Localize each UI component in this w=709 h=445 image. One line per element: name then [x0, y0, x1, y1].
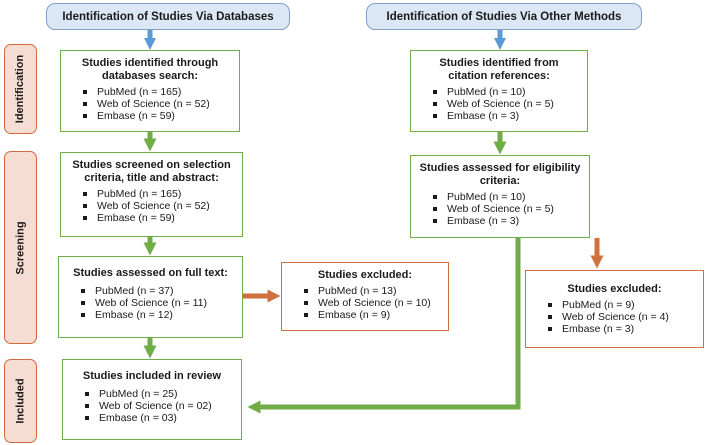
- box-other-excluded-title: Studies excluded:: [567, 283, 662, 295]
- list-item: PubMed (n = 25): [85, 388, 233, 400]
- box-included: Studies included in review PubMed (n = 2…: [62, 359, 242, 440]
- stage-identification: Identification: [4, 44, 37, 134]
- box-other-identified-title: Studies identified from citation referen…: [439, 57, 559, 82]
- box-db-identified-title: Studies identified through databases sea…: [81, 57, 219, 82]
- list-item: Embase (n = 3): [433, 110, 579, 122]
- box-db-excluded-title: Studies excluded:: [317, 269, 413, 281]
- list-item: Web of Science (n = 52): [83, 98, 231, 110]
- box-included-title: Studies included in review: [82, 370, 222, 382]
- box-db-screened: Studies screened on selection criteria, …: [60, 152, 243, 237]
- box-db-screened-title: Studies screened on selection criteria, …: [72, 159, 231, 184]
- stage-screening: Screening: [4, 151, 37, 344]
- list-item: Embase (n = 12): [81, 309, 234, 321]
- stage-identification-label: Identification: [14, 54, 27, 124]
- header-other-methods: Identification of Studies Via Other Meth…: [366, 3, 642, 30]
- list-item: Web of Science (n = 11): [81, 297, 234, 309]
- stage-included: Included: [4, 359, 37, 443]
- header-other-methods-label: Identification of Studies Via Other Meth…: [386, 10, 622, 23]
- list-item: Embase (n = 59): [83, 110, 231, 122]
- box-other-excluded: Studies excluded: PubMed (n = 9) Web of …: [525, 270, 704, 348]
- box-other-assessed: Studies assessed for eligibility criteri…: [410, 155, 590, 238]
- list-item: PubMed (n = 165): [83, 188, 234, 200]
- list-item: PubMed (n = 13): [304, 285, 440, 297]
- list-item: Web of Science (n = 5): [433, 98, 579, 110]
- list-item: PubMed (n = 37): [81, 285, 234, 297]
- list-item: Web of Science (n = 5): [433, 203, 581, 215]
- list-item: PubMed (n = 9): [548, 299, 695, 311]
- box-other-identified: Studies identified from citation referen…: [410, 50, 588, 132]
- list-item: PubMed (n = 165): [83, 86, 231, 98]
- list-item: Web of Science (n = 10): [304, 297, 440, 309]
- list-item: Web of Science (n = 02): [85, 400, 233, 412]
- list-item: Embase (n = 3): [548, 323, 695, 335]
- stage-screening-label: Screening: [14, 220, 27, 275]
- list-item: PubMed (n = 10): [433, 191, 581, 203]
- header-databases: Identification of Studies Via Databases: [46, 3, 290, 30]
- list-item: Embase (n = 03): [85, 412, 233, 424]
- list-item: Web of Science (n = 52): [83, 200, 234, 212]
- box-db-identified: Studies identified through databases sea…: [60, 50, 240, 132]
- list-item: Embase (n = 9): [304, 309, 440, 321]
- box-db-fulltext-title: Studies assessed on full text:: [73, 267, 228, 279]
- list-item: Embase (n = 59): [83, 212, 234, 224]
- list-item: Embase (n = 3): [433, 215, 581, 227]
- stage-included-label: Included: [14, 378, 27, 424]
- header-databases-label: Identification of Studies Via Databases: [62, 10, 274, 23]
- list-item: PubMed (n = 10): [433, 86, 579, 98]
- list-item: Web of Science (n = 4): [548, 311, 695, 323]
- box-db-fulltext: Studies assessed on full text: PubMed (n…: [58, 256, 243, 338]
- box-other-assessed-title: Studies assessed for eligibility criteri…: [419, 162, 581, 187]
- box-db-excluded: Studies excluded: PubMed (n = 13) Web of…: [281, 262, 449, 331]
